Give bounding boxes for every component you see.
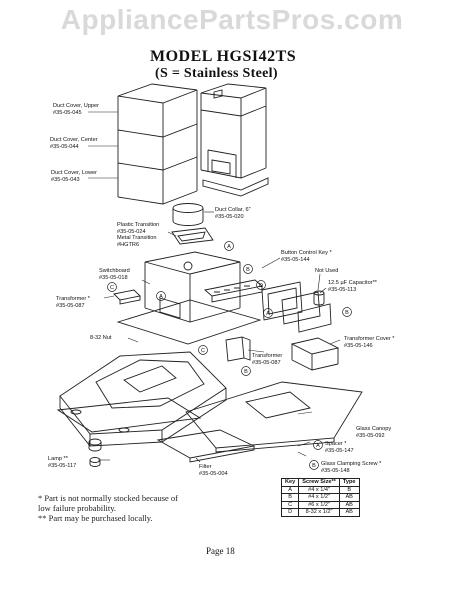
- screw-size-table: Key Screw Size** Type A #4 x 1/4" B B #4…: [280, 478, 360, 517]
- callout-c-1: C: [110, 285, 114, 291]
- label-duct-collar: Duct Collar, 6"#35-05-020: [215, 207, 251, 220]
- mounting-plate-drawing: [116, 299, 262, 345]
- footnote-1-cont: low failure probability.: [38, 503, 117, 513]
- duct-assembly-drawing: [200, 83, 269, 197]
- transformer-cover-drawing: [290, 337, 340, 371]
- callout-b-1: B: [246, 267, 250, 273]
- label-nut: 8-32 Nut: [90, 335, 112, 341]
- callout-d-1: D: [259, 283, 263, 289]
- table-cell: #4 x 1/2": [298, 493, 340, 502]
- label-lamp: Lamp **#35-05-117: [48, 456, 77, 469]
- callout-b-3: B: [345, 310, 349, 316]
- lamp-drawing: [88, 438, 102, 467]
- table-header: Key: [280, 478, 300, 487]
- table-row: D 8-32 x 1/2" AB: [280, 508, 360, 517]
- transformer-mid-drawing: [225, 336, 251, 362]
- label-spacer: Spacer *#35-05-147: [325, 441, 354, 454]
- table-row: C #6 x 1/2" AB: [280, 500, 360, 509]
- label-duct-upper: Duct Cover, Upper#35-05-045: [53, 103, 100, 116]
- table-cell: AB: [338, 500, 360, 509]
- blower-housing-drawing: [144, 251, 241, 323]
- label-switchboard: Switchboard#35-05-018: [99, 268, 130, 281]
- label-filter: Filter#35-05-004: [199, 464, 228, 477]
- model-subtitle: (S = Stainless Steel): [155, 66, 278, 81]
- table-cell: A: [280, 485, 300, 494]
- table-header-row: Key Screw Size** Type: [280, 478, 360, 487]
- duct-cover-lower-drawing: [117, 157, 198, 205]
- table-cell: #6 x 1/2": [298, 500, 340, 509]
- table-cell: B: [280, 493, 300, 502]
- duct-cover-upper-drawing: [117, 83, 198, 138]
- table-header: Screw Size**: [298, 478, 340, 487]
- control-panel-drawing: [261, 281, 332, 333]
- footnote-1: * Part is not normally stocked because o…: [38, 493, 178, 503]
- table-cell: C: [280, 500, 300, 509]
- label-transformer-left: Transformer *#35-05-087: [56, 296, 90, 309]
- table-cell: AB: [338, 508, 360, 517]
- label-glass-screw: Glass Clamping Screw *#35-05-148: [321, 461, 382, 474]
- table-row: A #4 x 1/4" B: [280, 485, 360, 494]
- table-cell: D: [280, 508, 300, 517]
- footnote-2: ** Part may be purchased locally.: [38, 513, 153, 523]
- label-duct-lower: Duct Cover, Lower#35-05-043: [51, 170, 98, 183]
- canopy-shell-drawing: [59, 351, 227, 447]
- table-row: B #4 x 1/2" AB: [280, 493, 360, 502]
- transformer-left-drawing: [113, 289, 141, 305]
- label-plastic-transition: Plastic Transition#35-05-024 Metal Trans…: [117, 222, 160, 248]
- label-transformer-mid: Transformer#35-05-087: [252, 353, 283, 366]
- callout-a-1: A: [227, 244, 231, 250]
- label-duct-center: Duct Cover, Center#35-05-044: [50, 137, 98, 150]
- callout-a-3: B: [244, 369, 248, 375]
- label-not-used: Not Used: [315, 268, 339, 274]
- table-header: Type: [338, 478, 360, 487]
- page-number: Page 18: [206, 546, 235, 556]
- table-cell: 8-32 x 1/2": [298, 508, 340, 517]
- label-transformer-cover: Transformer Cover *#35-05-146: [344, 336, 395, 349]
- label-button-key: Button Control Key *#35-05-144: [281, 250, 332, 263]
- switchboard-drawing: [204, 279, 263, 303]
- label-glass-canopy: Glass Canopy#35-05-092: [356, 426, 392, 439]
- bottom-frame-drawing: [56, 397, 202, 433]
- model-title: MODEL HGSI42TS: [150, 48, 297, 65]
- duct-collar-drawing: [172, 203, 204, 226]
- duct-cover-center-drawing: [117, 124, 198, 171]
- callout-b-4: B: [312, 463, 316, 469]
- filter-drawing: [156, 429, 256, 463]
- callout-circles: [107, 241, 352, 470]
- callout-a-2: C: [201, 348, 205, 354]
- callout-c-2: A: [266, 311, 270, 317]
- table-cell: B: [338, 485, 360, 494]
- glass-canopy-drawing: [185, 381, 363, 453]
- table-cell: #4 x 1/4": [298, 485, 340, 494]
- leader-lines: [88, 111, 341, 463]
- callout-c-3: A: [316, 443, 320, 449]
- callout-b-2: A: [159, 294, 163, 300]
- label-capacitor: 12.5 µF Capacitor**#35-05-113: [328, 280, 377, 293]
- watermark: AppliancePartsPros.com: [60, 4, 404, 35]
- table-cell: AB: [338, 493, 360, 502]
- plastic-transition-drawing: [171, 227, 214, 245]
